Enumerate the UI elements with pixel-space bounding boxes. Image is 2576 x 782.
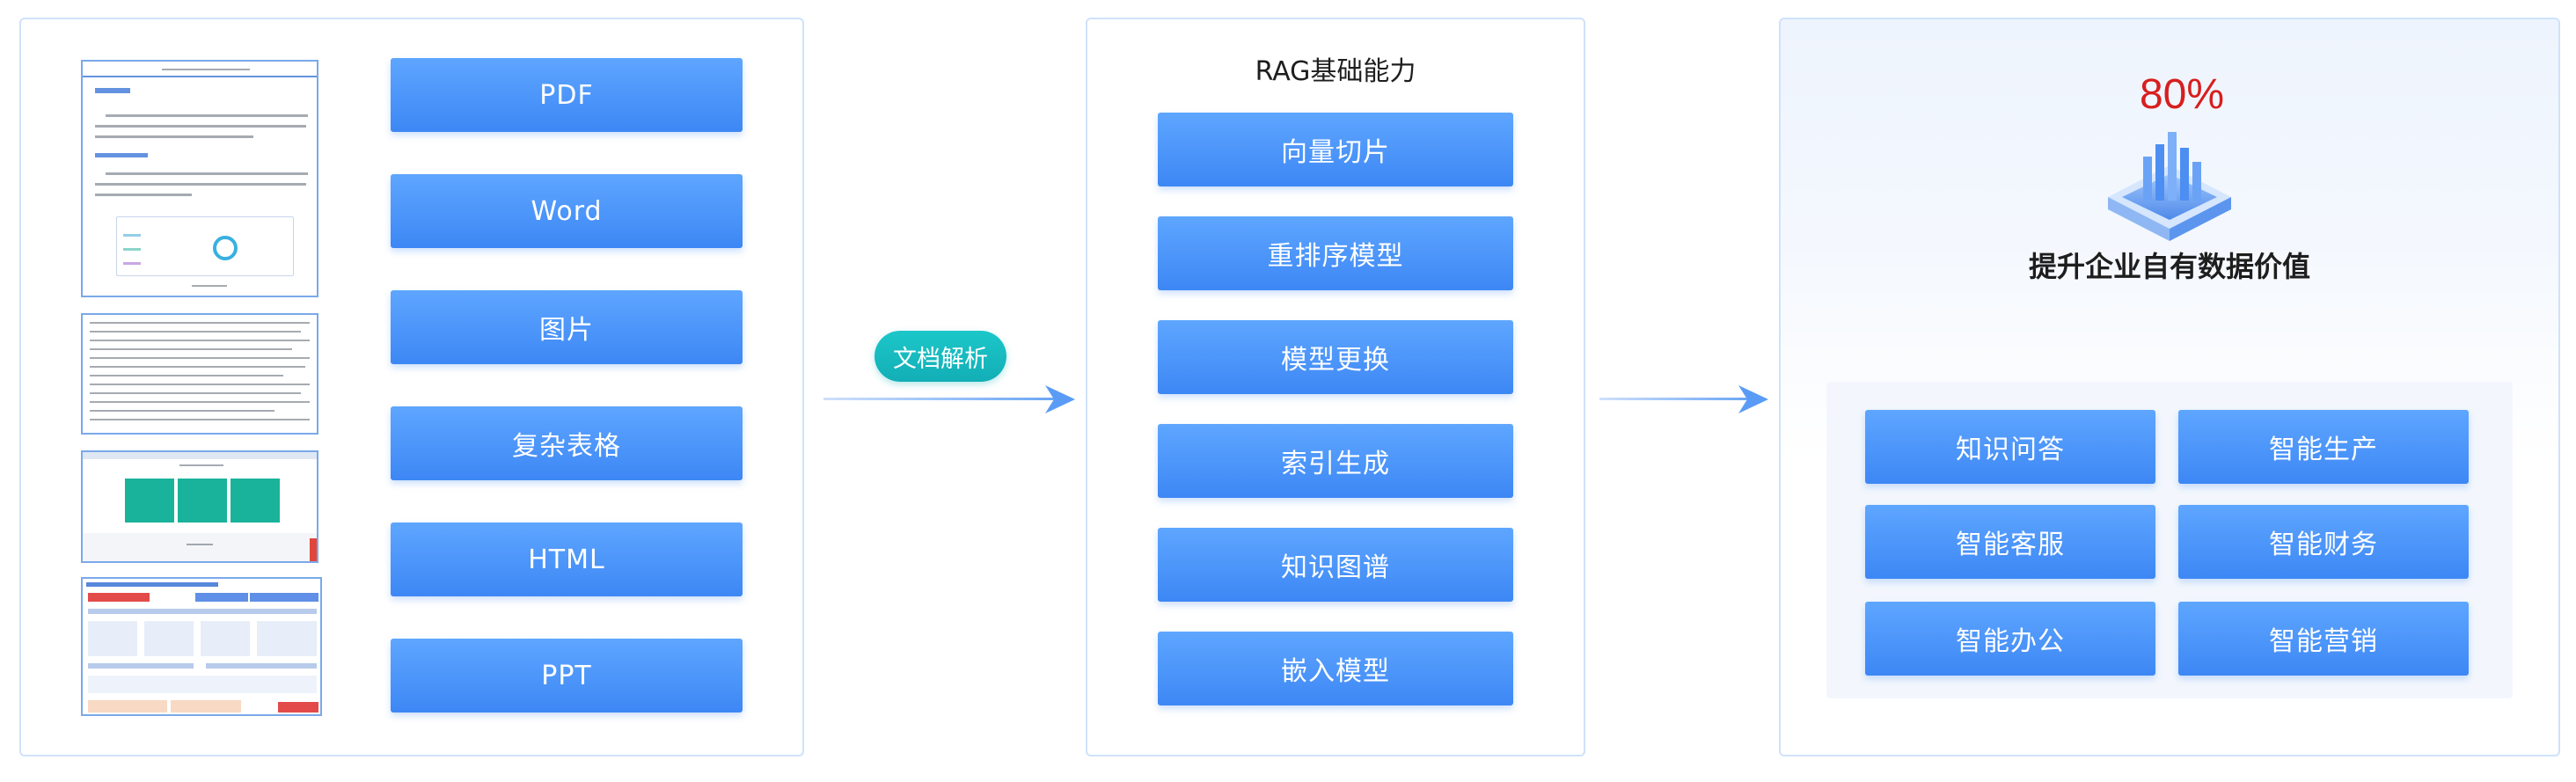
document-thumbnail-icon (81, 450, 318, 563)
format-complex-table-button[interactable]: 复杂表格 (391, 406, 743, 480)
document-thumbnail-icon (81, 60, 318, 297)
app-smart-finance-button[interactable]: 智能财务 (2178, 505, 2469, 579)
value-subtitle: 提升企业自有数据价值 (2028, 250, 2310, 283)
format-image-button[interactable]: 图片 (391, 290, 743, 364)
rag-model-switch-button[interactable]: 模型更换 (1158, 320, 1513, 394)
app-smart-production-button[interactable]: 智能生产 (2178, 410, 2469, 484)
format-html-button[interactable]: HTML (391, 523, 743, 596)
rag-title: RAG基础能力 (1255, 56, 1416, 87)
arrow-right-icon (1599, 385, 1768, 413)
app-knowledge-qa-button[interactable]: 知识问答 (1865, 410, 2155, 484)
format-ppt-button[interactable]: PPT (391, 639, 743, 713)
rag-rerank-model-button[interactable]: 重排序模型 (1158, 216, 1513, 290)
rag-index-generation-button[interactable]: 索引生成 (1158, 424, 1513, 498)
arrow-right-icon (823, 385, 1075, 413)
rag-knowledge-graph-button[interactable]: 知识图谱 (1158, 528, 1513, 602)
app-smart-office-button[interactable]: 智能办公 (1865, 602, 2155, 676)
app-smart-marketing-button[interactable]: 智能营销 (2178, 602, 2469, 676)
document-thumbnail-icon (81, 313, 318, 435)
document-parsing-badge: 文档解析 (875, 331, 1006, 382)
value-percent: 80% (2139, 71, 2225, 118)
data-chart-icon (2108, 132, 2231, 241)
rag-embedding-model-button[interactable]: 嵌入模型 (1158, 632, 1513, 705)
document-thumbnail-icon (81, 577, 322, 716)
format-word-button[interactable]: Word (391, 174, 743, 248)
format-pdf-button[interactable]: PDF (391, 58, 743, 132)
rag-vector-chunking-button[interactable]: 向量切片 (1158, 113, 1513, 186)
app-smart-service-button[interactable]: 智能客服 (1865, 505, 2155, 579)
